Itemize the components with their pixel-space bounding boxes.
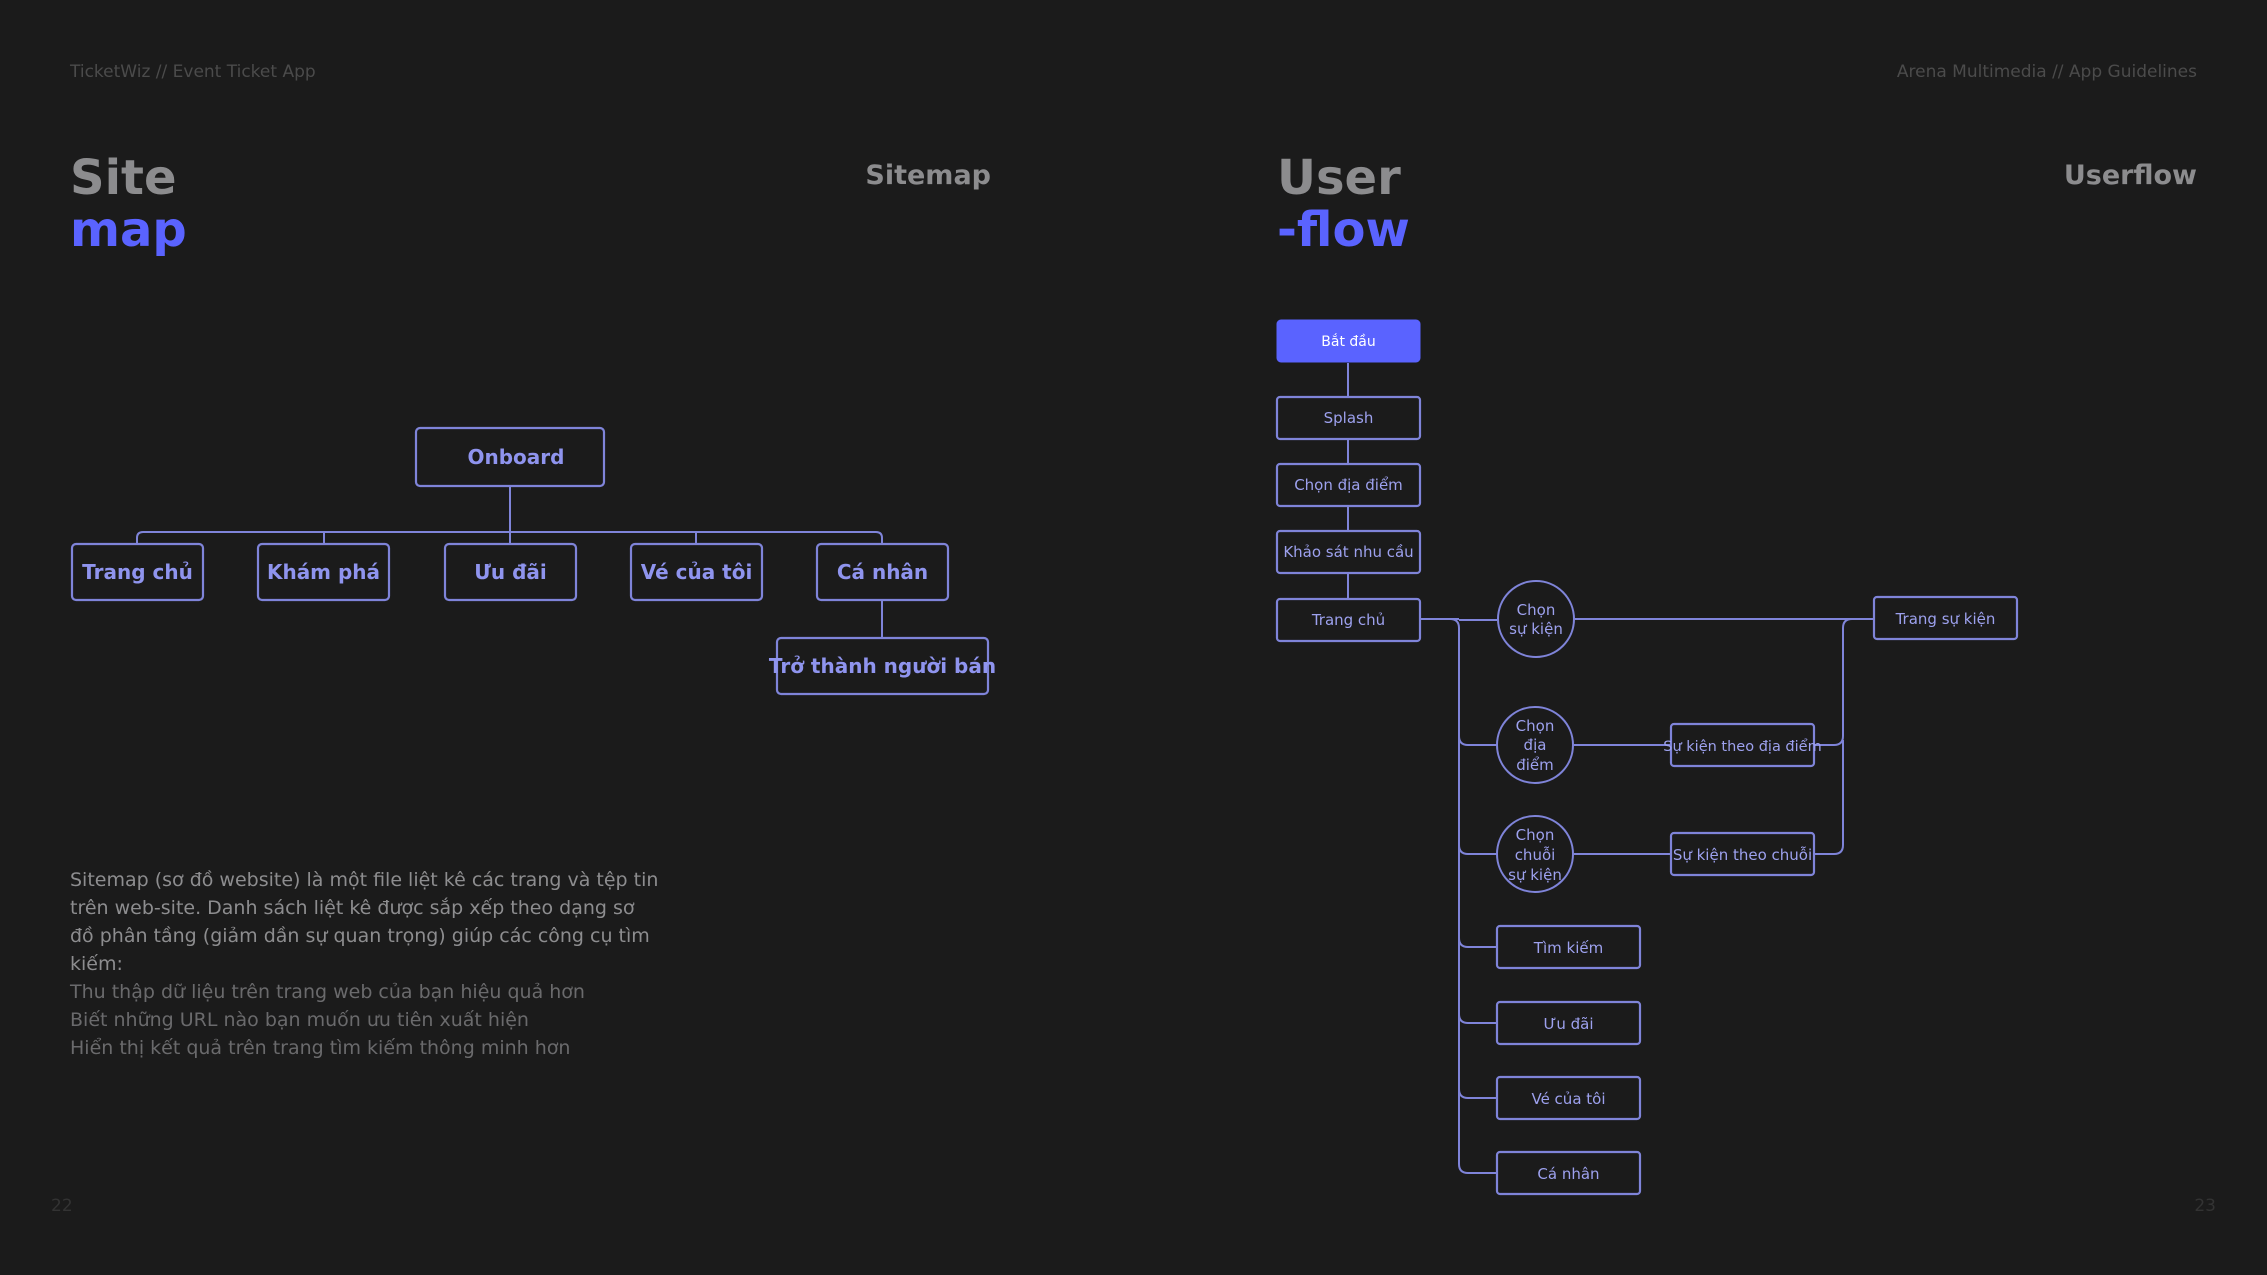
svg-text:chuỗi: chuỗi (1515, 846, 1556, 864)
svg-text:địa: địa (1524, 736, 1547, 754)
sitemap-node-become-seller: Trở thành người bán (769, 636, 996, 696)
sitemap-node-profile: Cá nhân (815, 542, 950, 602)
sitemap-node-my-tickets: Vé của tôi (629, 542, 764, 602)
userflow-node-home: Trang chủ (1275, 597, 1422, 643)
userflow-decision-choose-place: Chọn địa điểm (1496, 706, 1574, 784)
userflow-title-line2: -flow (1277, 202, 1410, 258)
description-item: Biết những URL nào bạn muốn ưu tiên xuất… (70, 1009, 529, 1031)
svg-text:Onboard: Onboard (468, 445, 565, 469)
userflow-diagram: Bắt đầu Splash Chọn địa điểm Khảo sát nh… (1275, 319, 2019, 1196)
userflow-node-my-tickets: Vé của tôi (1495, 1075, 1642, 1121)
svg-text:Chọn địa điểm: Chọn địa điểm (1294, 476, 1403, 494)
sitemap-connectors (136, 486, 883, 637)
svg-text:sự kiện: sự kiện (1508, 866, 1562, 884)
sitemap-description: Sitemap (sơ đồ website) là một file liệt… (70, 866, 660, 1062)
svg-text:Vé của tôi: Vé của tôi (1531, 1090, 1605, 1108)
svg-text:Cá nhân: Cá nhân (837, 560, 928, 584)
svg-text:Ưu đãi: Ưu đãi (1543, 1015, 1593, 1033)
userflow-node-search: Tìm kiếm (1495, 924, 1642, 970)
project-label: TicketWiz // Event Ticket App (70, 62, 316, 82)
svg-text:Ưu đãi: Ưu đãi (474, 560, 547, 584)
userflow-node-splash: Splash (1275, 395, 1422, 441)
svg-text:Trở thành người bán: Trở thành người bán (769, 654, 996, 678)
svg-text:Splash: Splash (1324, 409, 1374, 427)
sitemap-node-deals: Ưu đãi (443, 542, 578, 602)
userflow-node-events-by-series: Sự kiện theo chuỗi (1669, 831, 1816, 877)
svg-text:Khám phá: Khám phá (267, 560, 380, 584)
userflow-node-deals: Ưu đãi (1495, 1000, 1642, 1046)
userflow-decision-choose-event: Chọn sự kiện (1497, 580, 1575, 658)
page-number-right: 23 (2194, 1196, 2216, 1216)
svg-text:Khảo sát nhu cầu: Khảo sát nhu cầu (1283, 543, 1413, 561)
svg-text:Trang sự kiện: Trang sự kiện (1895, 610, 1996, 628)
svg-text:Sự kiện theo chuỗi: Sự kiện theo chuỗi (1673, 846, 1812, 864)
svg-text:Cá nhân: Cá nhân (1537, 1165, 1599, 1183)
userflow-node-event-page: Trang sự kiện (1872, 595, 2019, 641)
sitemap-subtitle: Sitemap (865, 160, 991, 191)
sitemap-title-line1: Site (70, 150, 177, 206)
sitemap-node-onboard: Onboard (414, 426, 606, 488)
svg-text:điểm: điểm (1516, 756, 1554, 774)
userflow-node-choose-location: Chọn địa điểm (1275, 462, 1422, 508)
sitemap-node-explore: Khám phá (256, 542, 391, 602)
userflow-node-events-by-place: Sự kiện theo địa điểm (1663, 722, 1822, 768)
svg-text:Bắt đầu: Bắt đầu (1321, 333, 1375, 350)
description-item: Hiển thị kết quả trên trang tìm kiếm thô… (70, 1037, 571, 1059)
svg-text:Vé của tôi: Vé của tôi (641, 560, 753, 584)
sitemap-heading: Site map (70, 152, 187, 256)
userflow-node-profile: Cá nhân (1495, 1150, 1642, 1196)
publisher-label: Arena Multimedia // App Guidelines (1896, 62, 2197, 82)
description-item: Thu thập dữ liệu trên trang web của bạn … (70, 981, 585, 1003)
svg-text:Sự kiện theo địa điểm: Sự kiện theo địa điểm (1663, 738, 1821, 755)
sitemap-title-line2: map (70, 202, 187, 258)
userflow-node-survey: Khảo sát nhu cầu (1275, 529, 1422, 575)
svg-text:Chọn: Chọn (1517, 601, 1556, 619)
page-number-left: 22 (51, 1196, 73, 1216)
userflow-connectors (1347, 363, 1874, 1174)
svg-text:Tìm kiếm: Tìm kiếm (1533, 939, 1603, 957)
userflow-title-line1: User (1277, 150, 1401, 206)
description-paragraph: Sitemap (sơ đồ website) là một file liệt… (70, 869, 659, 975)
sitemap-diagram: Onboard Trang chủ Khám phá Ưu đãi Vé của… (70, 426, 996, 696)
svg-text:sự kiện: sự kiện (1509, 620, 1563, 638)
userflow-subtitle: Userflow (2063, 160, 2197, 191)
svg-text:Trang chủ: Trang chủ (1311, 611, 1385, 629)
svg-text:Chọn: Chọn (1516, 826, 1555, 844)
svg-text:Chọn: Chọn (1516, 717, 1555, 735)
sitemap-node-home: Trang chủ (70, 542, 205, 602)
svg-text:Trang chủ: Trang chủ (82, 560, 193, 584)
userflow-heading: User -flow (1277, 152, 1410, 256)
userflow-decision-choose-series: Chọn chuỗi sự kiện (1496, 815, 1574, 893)
userflow-node-start: Bắt đầu (1276, 319, 1421, 363)
